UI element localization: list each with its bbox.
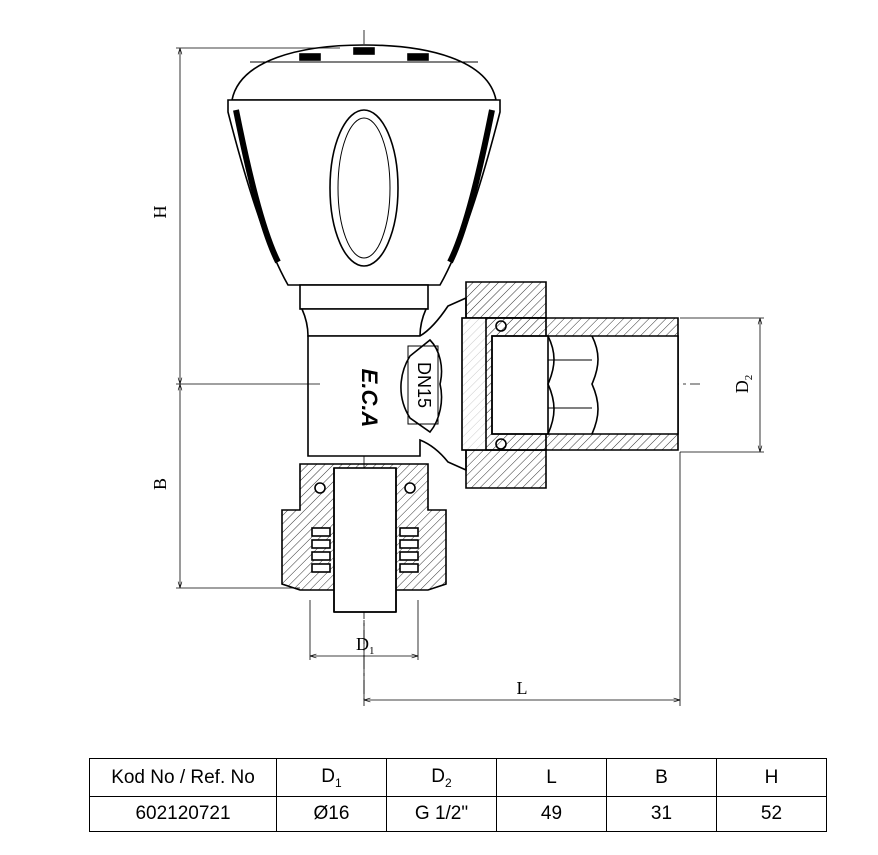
valve-technical-drawing: DN15 E.C.A: [150, 30, 764, 706]
dimension-l-label: L: [517, 678, 528, 698]
header-ref-no: Kod No / Ref. No: [89, 758, 277, 797]
table-row: 602120721 Ø16 G 1/2" 49 31 52: [89, 796, 827, 832]
header-d1: D1: [276, 758, 387, 797]
dimension-d2-label: D2: [732, 375, 755, 394]
header-b: B: [606, 758, 717, 797]
cell-d2: G 1/2": [386, 796, 497, 832]
cell-ref-no: 602120721: [89, 796, 277, 832]
specification-table: Kod No / Ref. No D1 D2 L B H 602120721 Ø…: [89, 758, 827, 832]
dimension-h-label: H: [150, 206, 170, 219]
tailpiece: [485, 317, 679, 451]
dimension-d1-label: D1: [356, 634, 375, 657]
table-header-row: Kod No / Ref. No D1 D2 L B H: [89, 758, 827, 797]
header-h: H: [716, 758, 827, 797]
cell-d1: Ø16: [276, 796, 387, 832]
handle-knob: [227, 44, 501, 286]
dimension-b-label: B: [150, 478, 170, 490]
cell-l: 49: [496, 796, 607, 832]
header-l: L: [496, 758, 607, 797]
compression-fitting: [281, 463, 447, 613]
dimension-h: [176, 47, 340, 385]
header-d2: D2: [386, 758, 497, 797]
cell-h: 52: [716, 796, 827, 832]
body-mark-dn: DN15: [414, 362, 434, 408]
valve-body: [307, 296, 467, 472]
dimension-b: [176, 384, 300, 589]
dimension-l: [363, 452, 681, 706]
dimension-d2: [680, 317, 764, 453]
body-mark-brand: E.C.A: [357, 369, 382, 428]
valve-bonnet: [299, 284, 429, 337]
cell-b: 31: [606, 796, 717, 832]
